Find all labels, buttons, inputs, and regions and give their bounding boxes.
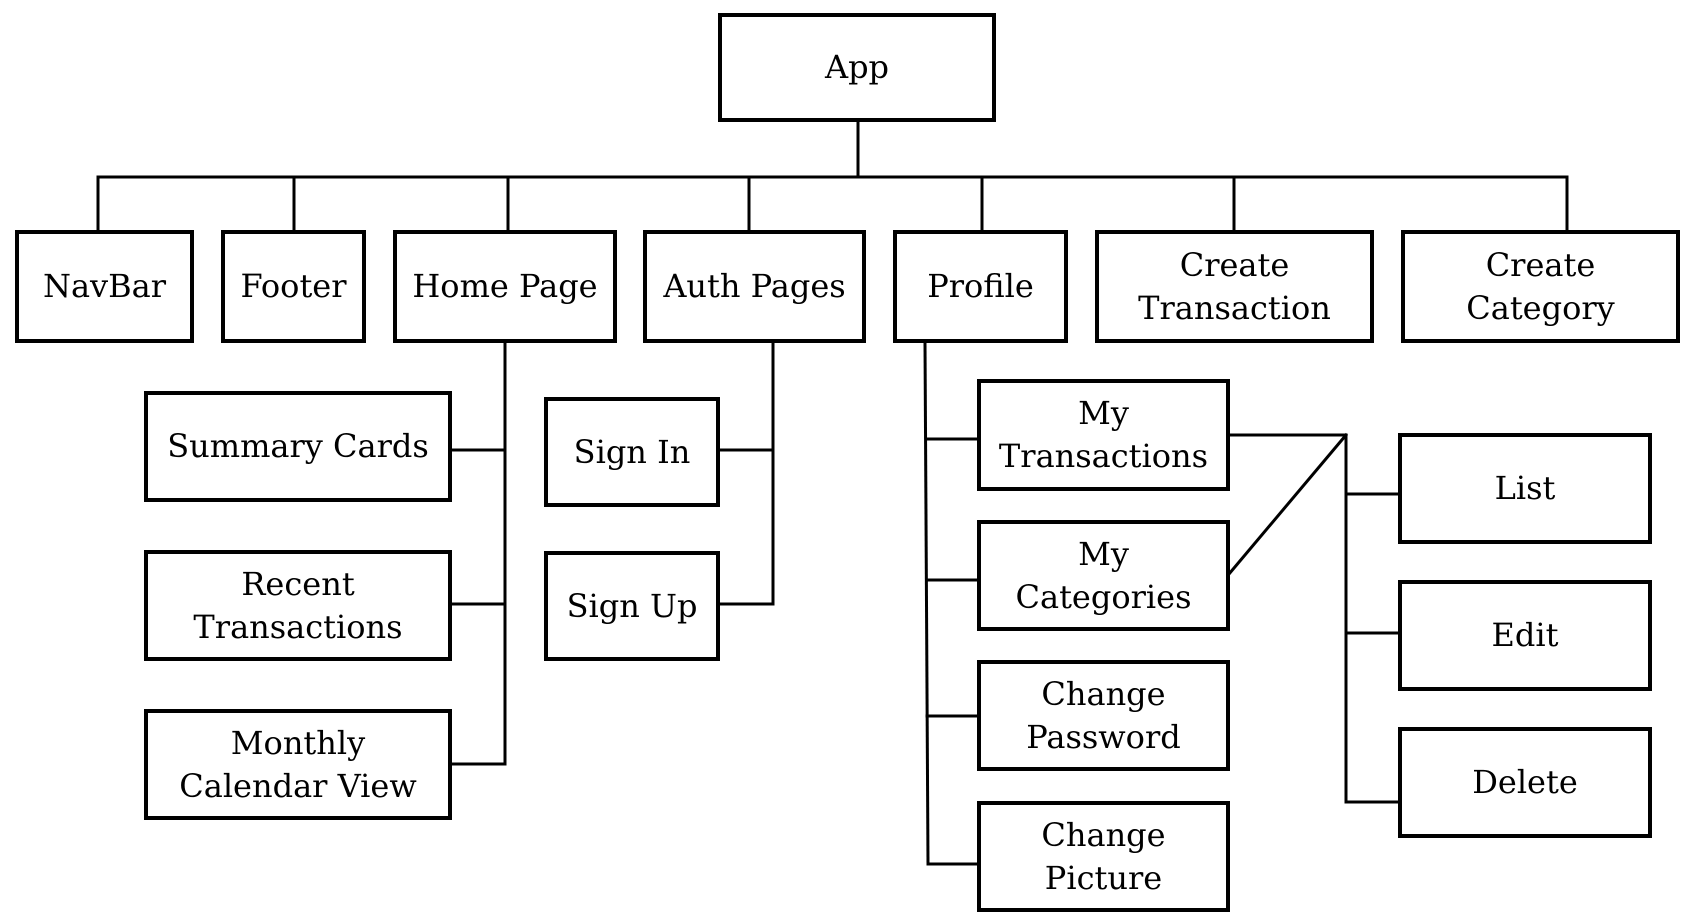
node-my-transactions: My Transactions — [977, 379, 1230, 491]
node-sign-up-label: Sign Up — [566, 586, 698, 625]
node-change-password: Change Password — [977, 660, 1230, 771]
node-profile: Profile — [893, 230, 1068, 343]
node-auth-pages: Auth Pages — [643, 230, 866, 343]
node-create-transaction: Create Transaction — [1095, 230, 1374, 343]
node-list-label: List — [1494, 469, 1556, 507]
node-summary-cards: Summary Cards — [144, 391, 452, 502]
node-recent-transactions: Recent Transactions — [144, 550, 452, 661]
node-sign-in: Sign In — [544, 397, 720, 507]
node-delete: Delete — [1398, 727, 1652, 838]
node-profile-label: Profile — [927, 267, 1034, 305]
node-change-picture-label: Change Picture — [1041, 815, 1166, 897]
node-auth-pages-label: Auth Pages — [663, 267, 846, 305]
node-summary-cards-label: Summary Cards — [167, 427, 429, 465]
node-create-transaction-label: Create Transaction — [1138, 245, 1331, 327]
node-home-page: Home Page — [393, 230, 617, 343]
node-footer: Footer — [221, 230, 366, 343]
node-create-category: Create Category — [1401, 230, 1680, 343]
node-list: List — [1398, 433, 1652, 544]
node-create-category-label: Create Category — [1466, 245, 1615, 327]
node-change-password-label: Change Password — [1026, 674, 1181, 756]
node-footer-label: Footer — [240, 267, 347, 305]
node-my-transactions-label: My Transactions — [998, 394, 1209, 475]
node-app-label: App — [824, 48, 890, 86]
node-edit-label: Edit — [1491, 616, 1559, 654]
node-sign-in-label: Sign In — [573, 432, 691, 471]
node-navbar-label: NavBar — [42, 267, 167, 305]
node-recent-transactions-label: Recent Transactions — [193, 564, 403, 646]
node-monthly-calendar-view: Monthly Calendar View — [144, 709, 452, 820]
node-app: App — [718, 13, 996, 122]
node-monthly-calendar-view-label: Monthly Calendar View — [179, 723, 417, 805]
node-change-picture: Change Picture — [977, 801, 1230, 912]
connector-profile-trunk — [923, 341, 930, 866]
node-sign-up: Sign Up — [544, 551, 720, 661]
node-my-categories: My Categories — [977, 520, 1230, 631]
node-my-categories-label: My Categories — [1015, 534, 1192, 616]
node-edit: Edit — [1398, 580, 1652, 691]
connector-my-categories-join — [1226, 432, 1349, 577]
node-delete-label: Delete — [1472, 763, 1578, 801]
node-navbar: NavBar — [15, 230, 194, 343]
node-home-page-label: Home Page — [412, 267, 598, 305]
